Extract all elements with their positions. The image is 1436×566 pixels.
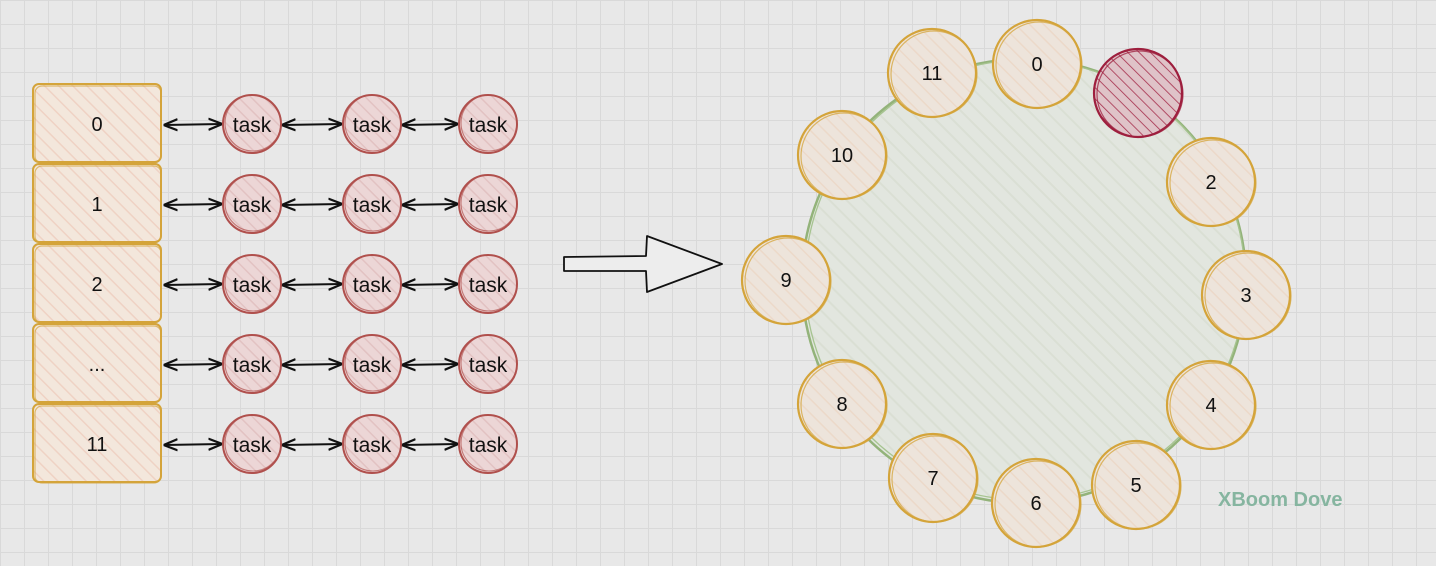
task-node: task [458, 174, 518, 234]
bucket-label: 1 [91, 194, 102, 216]
bucket-0: 0 [32, 83, 162, 164]
bucket-4: 11 [32, 403, 162, 484]
slot-label: 11 [922, 63, 943, 85]
task-lists: task task task task task task task task task task… [222, 94, 518, 474]
slot-label: 3 [1240, 285, 1251, 307]
task-label: task [469, 274, 508, 297]
task-label: task [469, 434, 508, 457]
wheel-slot-6: 6 [990, 457, 1082, 549]
link-arrow [403, 444, 457, 445]
bucket-2: 2 [32, 243, 162, 324]
wheel-slots: 0 2 3 4 5 6 7 8 9 10 11 [740, 18, 1292, 549]
slot-label: 0 [1031, 54, 1042, 76]
task-node: task [458, 414, 518, 474]
wheel-slot-10: 10 [796, 109, 888, 201]
task-node: task [342, 334, 402, 394]
wheel-slot-4: 4 [1165, 359, 1257, 451]
slot-label: 10 [831, 145, 853, 167]
link-arrow [403, 204, 457, 205]
task-node: task [342, 254, 402, 314]
link-arrow [403, 124, 457, 125]
link-arrow [165, 444, 221, 445]
slot-label: 9 [780, 270, 791, 292]
task-links [165, 124, 457, 445]
task-label: task [233, 434, 272, 457]
link-arrow [403, 284, 457, 285]
slot-label: 2 [1205, 172, 1216, 194]
bucket-label: 2 [91, 274, 102, 296]
wheel-slot-9: 9 [740, 234, 832, 326]
link-arrow [403, 364, 457, 365]
task-label: task [469, 354, 508, 377]
wheel-slot-active [1092, 47, 1184, 139]
wheel-slot-3: 3 [1200, 249, 1292, 341]
task-node: task [342, 414, 402, 474]
link-arrow [283, 124, 341, 125]
task-label: task [353, 434, 392, 457]
wheel-slot-8: 8 [796, 358, 888, 450]
task-node: task [458, 254, 518, 314]
task-node: task [458, 334, 518, 394]
task-node: task [222, 414, 282, 474]
bucket-array: 0 1 2... 11 [32, 83, 162, 484]
task-label: task [233, 354, 272, 377]
task-label: task [469, 114, 508, 137]
task-label: task [353, 354, 392, 377]
slot-label: 4 [1205, 395, 1216, 417]
task-label: task [353, 274, 392, 297]
task-node: task [222, 254, 282, 314]
link-arrow [283, 364, 341, 365]
wheel-slot-7: 7 [887, 432, 979, 524]
link-arrow [165, 124, 221, 125]
link-arrow [283, 204, 341, 205]
task-node: task [342, 94, 402, 154]
task-label: task [233, 194, 272, 217]
task-label: task [233, 114, 272, 137]
slot-label: 6 [1030, 493, 1041, 515]
link-arrow [165, 364, 221, 365]
transform-arrow-icon [563, 235, 723, 293]
wheel-slot-2: 2 [1165, 136, 1257, 228]
slot-label: 5 [1130, 475, 1141, 497]
task-node: task [222, 334, 282, 394]
task-label: task [469, 194, 508, 217]
task-node: task [458, 94, 518, 154]
task-label: task [353, 194, 392, 217]
wheel-slot-11: 11 [886, 27, 978, 119]
task-node: task [222, 94, 282, 154]
bucket-label: ... [89, 354, 106, 376]
bucket-3: ... [32, 323, 162, 404]
watermark: XBoom Dove [1218, 489, 1342, 511]
link-arrow [283, 284, 341, 285]
task-node: task [342, 174, 402, 234]
task-node: task [222, 174, 282, 234]
slot-label: 8 [836, 394, 847, 416]
bucket-label: 0 [91, 114, 102, 136]
slot-label: 7 [927, 468, 938, 490]
link-arrow [283, 444, 341, 445]
task-label: task [233, 274, 272, 297]
link-arrow [165, 204, 221, 205]
bucket-label: 11 [87, 434, 108, 456]
task-label: task [353, 114, 392, 137]
wheel-slot-5: 5 [1090, 439, 1182, 531]
bucket-1: 1 [32, 163, 162, 244]
wheel-slot-0: 0 [991, 18, 1083, 110]
link-arrow [165, 284, 221, 285]
